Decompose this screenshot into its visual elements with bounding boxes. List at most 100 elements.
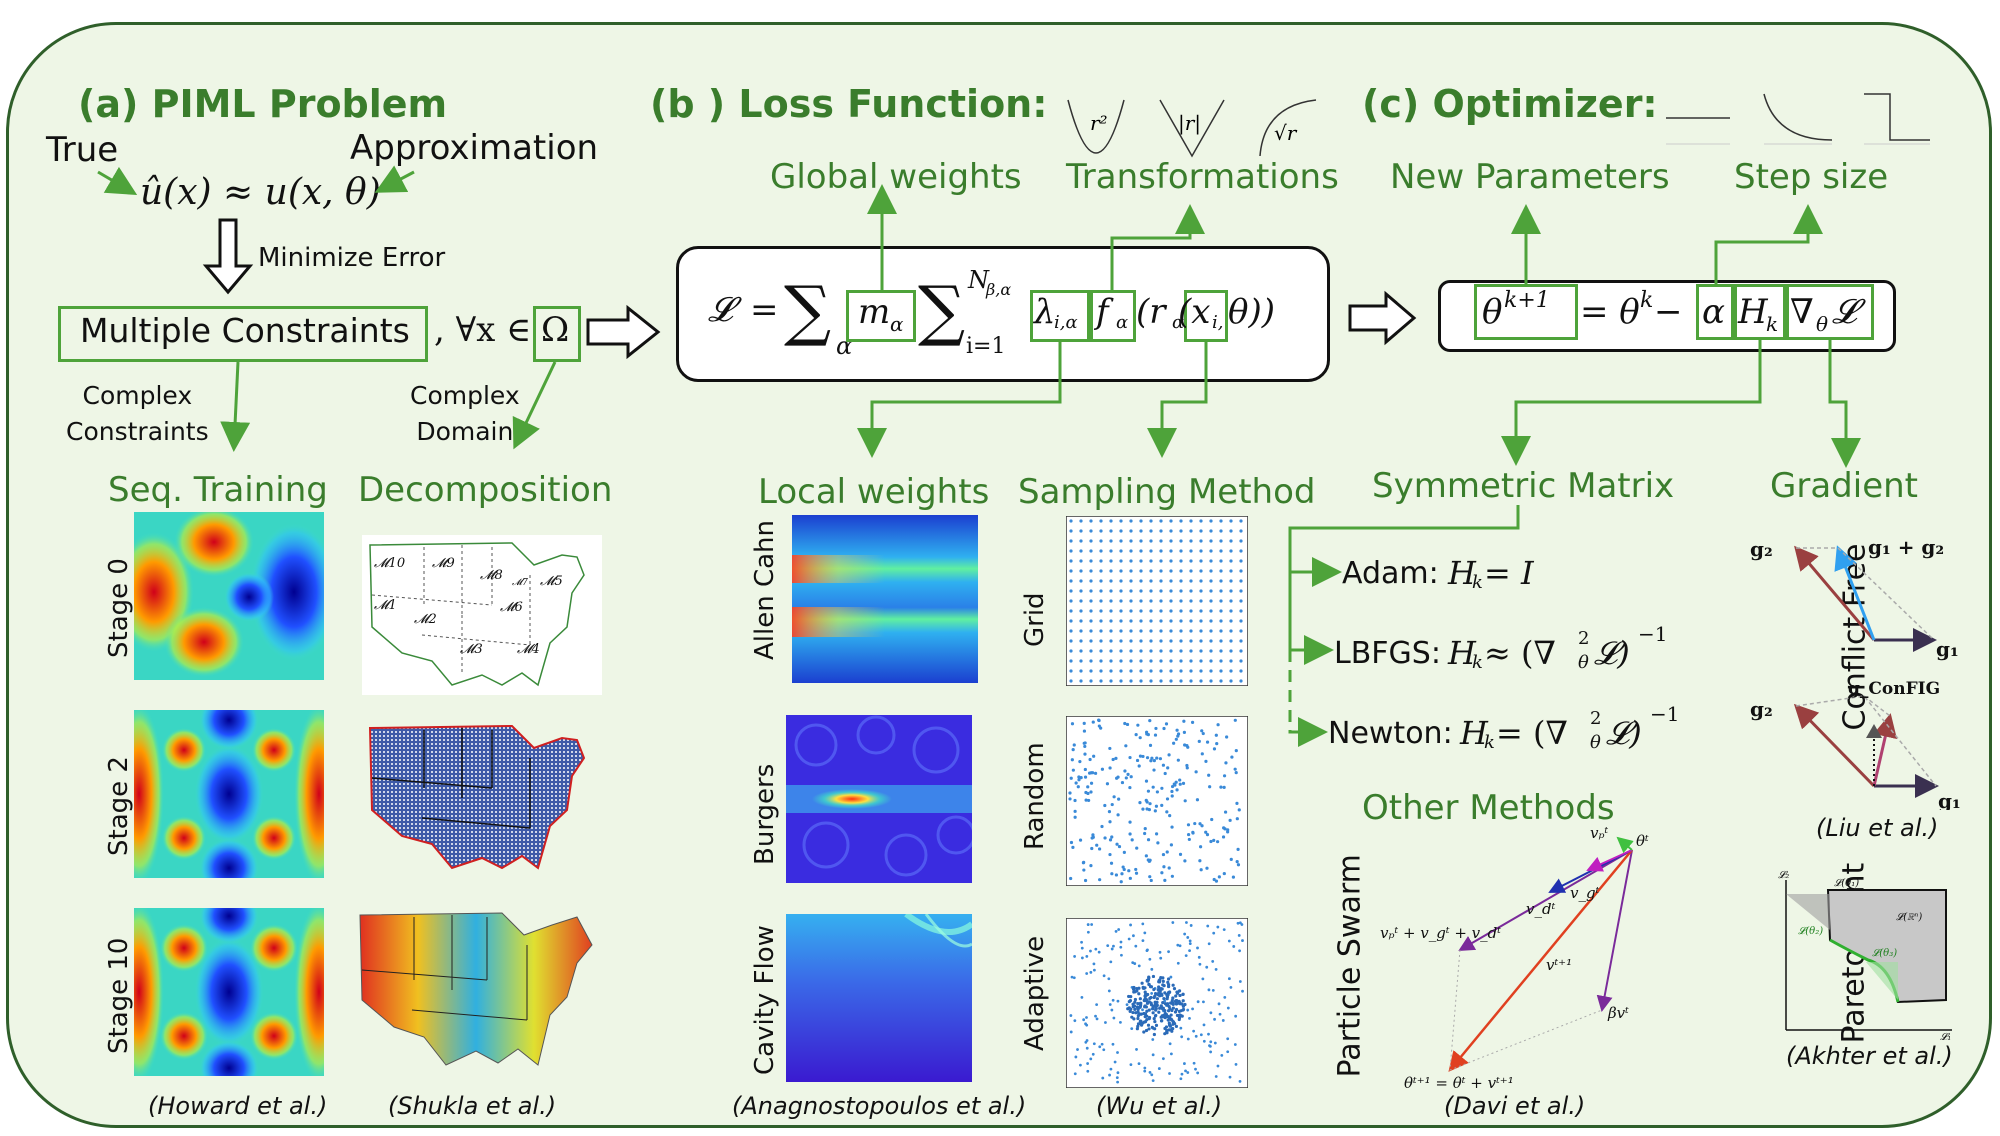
random-sample-point — [1207, 773, 1211, 777]
us-solution-map — [359, 912, 593, 1066]
random-sample-point — [1123, 769, 1127, 773]
adaptive-sample-point — [1082, 1018, 1086, 1022]
adaptive-sample-point — [1150, 992, 1154, 995]
random-sample-point — [1229, 857, 1233, 861]
adaptive-cluster-point — [1145, 979, 1149, 983]
approx-equation: û(x) ≈ u(x, θ) — [140, 172, 381, 213]
adaptive-cluster-point — [1152, 1032, 1156, 1037]
random-sample-point — [1214, 879, 1219, 883]
adaptive-cluster-point — [1175, 1001, 1180, 1005]
random-sample-point — [1183, 799, 1187, 803]
adaptive-sample-point — [1151, 1053, 1155, 1057]
random-sample-point — [1108, 820, 1112, 824]
random-sample-point — [1162, 865, 1166, 869]
random-sample-point — [1198, 859, 1202, 863]
adaptive-cluster-point — [1151, 1011, 1155, 1015]
random-sample-point — [1222, 774, 1227, 778]
adaptive-cluster-point — [1138, 1005, 1142, 1009]
random-sample-point — [1150, 756, 1154, 760]
adaptive-sample-point — [1184, 1069, 1187, 1073]
pso-vp: vₚᵗ — [1590, 824, 1608, 842]
random-sample-point — [1222, 871, 1226, 876]
adaptive-sample-point — [1217, 1002, 1221, 1006]
random-sample-point — [1153, 733, 1158, 737]
pf-l1-label: 𝓛₁ — [1940, 1032, 1951, 1040]
adaptive-cluster-point — [1131, 1010, 1135, 1015]
adaptive-sample-point — [1169, 975, 1173, 979]
adaptive-sample-point — [1169, 1052, 1173, 1056]
adaptive-sample-point — [1211, 988, 1215, 992]
theta-next: θ — [1482, 292, 1503, 332]
random-sample-point — [1146, 838, 1151, 842]
adaptive-sample-point — [1127, 937, 1131, 941]
random-sample-point — [1097, 724, 1101, 728]
random-sample-point — [1170, 794, 1174, 798]
adaptive-cluster-point — [1167, 1028, 1171, 1032]
random-sample-point — [1112, 795, 1116, 799]
adaptive-sample-point — [1186, 1037, 1190, 1041]
random-sample-point — [1167, 753, 1171, 757]
random-sample-point — [1144, 854, 1148, 858]
adaptive-sample-point — [1228, 1075, 1232, 1079]
gradient-box — [1786, 284, 1874, 340]
adaptive-sample-point — [1226, 1037, 1230, 1041]
adaptive-cluster-point — [1175, 999, 1179, 1003]
adaptive-cluster-point — [1132, 990, 1136, 994]
adaptive-sample-point — [1102, 974, 1106, 978]
adaptive-sample-point — [1191, 1007, 1194, 1011]
adaptive-cluster-point — [1153, 1027, 1157, 1031]
adaptive-sample-point — [1135, 1048, 1138, 1051]
random-sample-point — [1212, 877, 1216, 882]
adaptive-cluster-point — [1174, 1007, 1179, 1012]
random-sample-point — [1181, 781, 1186, 786]
adaptive-sample-point — [1116, 1080, 1120, 1084]
random-sample-point — [1082, 741, 1086, 745]
random-sample-point — [1169, 843, 1174, 847]
adaptive-cluster-point — [1169, 1001, 1173, 1005]
adaptive-sample-point — [1213, 1041, 1217, 1045]
adaptive-cluster-point — [1172, 987, 1177, 991]
x-i-sub: i, — [1212, 312, 1224, 333]
adaptive-sample-point — [1133, 962, 1137, 965]
random-sample-point — [1097, 847, 1102, 851]
random-sample-point — [1068, 791, 1072, 795]
adaptive-cluster-point — [1147, 1027, 1151, 1031]
random-sample-point — [1190, 720, 1195, 724]
random-sample-point — [1162, 726, 1166, 731]
local-weights-label: Local weights — [758, 472, 990, 512]
random-sample-point — [1073, 815, 1077, 819]
adaptive-sample-point — [1206, 924, 1210, 928]
random-sample-point — [1182, 719, 1186, 723]
random-sample-point — [1077, 775, 1081, 779]
adaptive-sample-point — [1232, 945, 1236, 948]
random-sample-point — [1088, 771, 1092, 775]
adaptive-sample-point — [1141, 922, 1145, 926]
random-sample-point — [1151, 785, 1155, 789]
random-sample-point — [1186, 823, 1191, 827]
random-sample-point — [1093, 771, 1098, 775]
map-label-m6: 𝓜6 — [500, 600, 523, 615]
step-size-label: Step size — [1734, 157, 1889, 197]
adaptive-sample-point — [1089, 949, 1092, 953]
adaptive-cluster-point — [1136, 1022, 1141, 1026]
random-sample-point — [1235, 801, 1239, 805]
adaptive-cluster-point — [1162, 984, 1166, 988]
random-sample-point — [1197, 739, 1201, 743]
adaptive-cluster-point — [1136, 1016, 1140, 1021]
omega-box — [533, 306, 581, 362]
pf-theta3-label: 𝓛(θ₃) — [1872, 948, 1897, 959]
adaptive-sample-point — [1145, 949, 1149, 953]
m-alpha: m — [858, 292, 891, 332]
conflict-free-diagram-1: g₂ g₁ + g₂ g₁ — [1750, 536, 1959, 661]
random-sample-point — [1208, 785, 1212, 789]
adaptive-sample-point — [1223, 995, 1227, 999]
random-sample-point — [1237, 808, 1241, 812]
sum-i: ∑ — [918, 272, 966, 349]
cite-shukla: (Shukla et al.) — [388, 1092, 557, 1120]
stage10-heatmap — [134, 908, 324, 1076]
adaptive-cluster-point — [1179, 1013, 1183, 1018]
adaptive-cluster-point — [1177, 989, 1182, 993]
adaptive-cluster-point — [1128, 999, 1133, 1003]
adaptive-sample-point — [1117, 928, 1121, 931]
adaptive-sample-point — [1238, 980, 1242, 983]
